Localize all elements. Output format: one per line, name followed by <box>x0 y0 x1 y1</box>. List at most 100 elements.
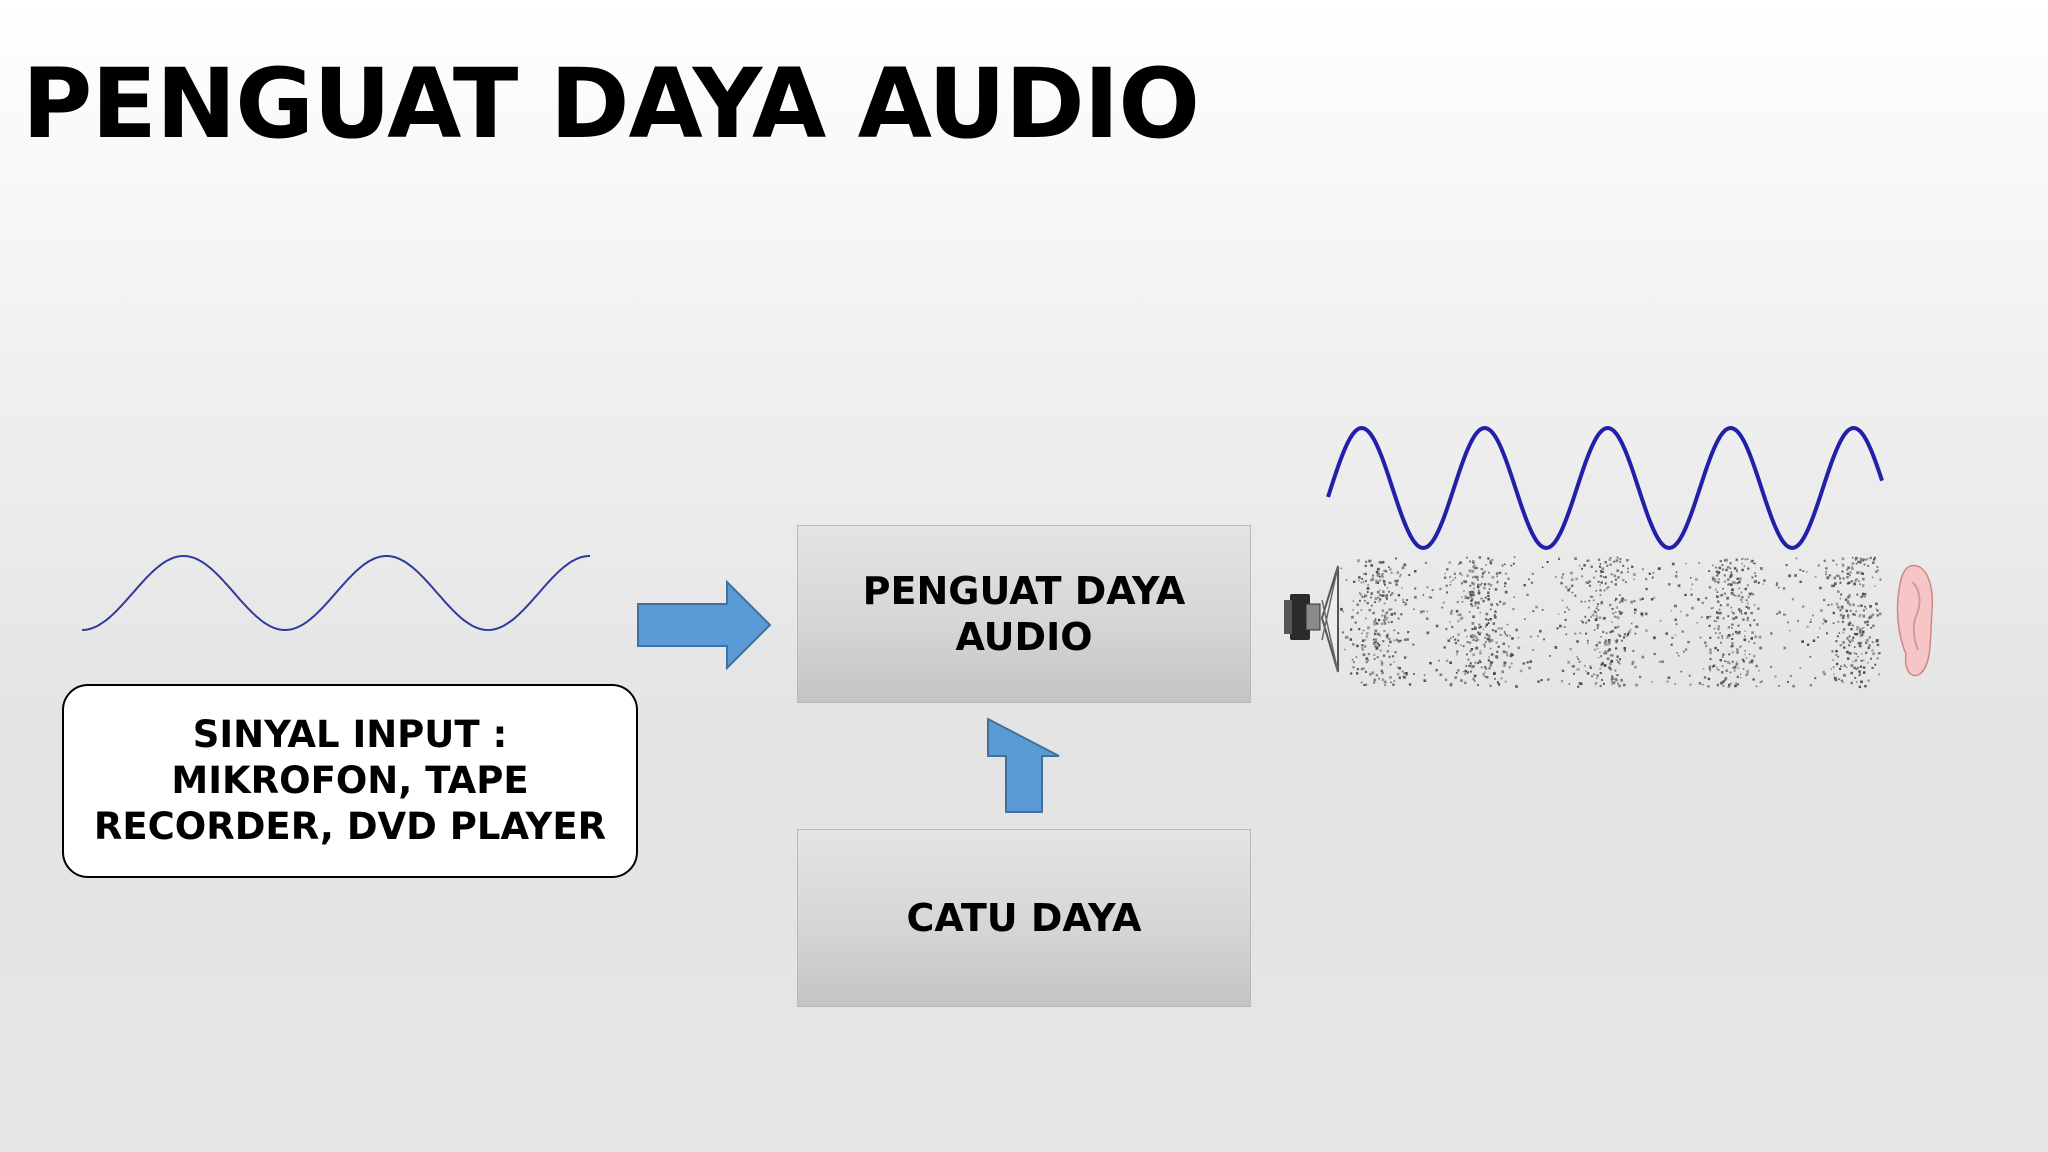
sound-particle <box>1603 652 1606 655</box>
sound-particle <box>1385 634 1389 638</box>
sound-particle <box>1570 578 1574 581</box>
sound-particle <box>1716 616 1720 620</box>
sound-particle <box>1450 581 1452 583</box>
sound-particle <box>1363 684 1365 686</box>
sound-particle <box>1862 614 1865 617</box>
sound-particle <box>1699 636 1702 639</box>
sound-particle <box>1385 594 1389 597</box>
sound-particle <box>1674 574 1678 578</box>
sound-particle <box>1482 673 1486 677</box>
sound-particle <box>1878 652 1881 655</box>
sound-particle <box>1588 584 1592 587</box>
input-source-line1: SINYAL INPUT : <box>192 713 508 756</box>
sound-particle <box>1370 604 1373 607</box>
sound-particle <box>1760 567 1763 570</box>
sound-particle <box>1461 596 1463 598</box>
sound-particle <box>1624 598 1627 602</box>
sound-particle <box>1733 665 1737 669</box>
sound-particle <box>1466 635 1468 638</box>
sound-particle <box>1375 579 1378 582</box>
sound-particle <box>1405 602 1407 604</box>
sound-particle <box>1469 641 1472 644</box>
sound-particle <box>1509 654 1513 658</box>
sound-particle <box>1454 676 1457 679</box>
sound-particle <box>1716 600 1720 603</box>
sound-particle <box>1600 581 1603 584</box>
sound-particle <box>1532 610 1535 613</box>
sound-particle <box>1477 639 1480 641</box>
sound-particle <box>1401 566 1405 570</box>
sound-particle <box>1361 644 1364 647</box>
sound-particle <box>1730 606 1733 609</box>
sound-particle <box>1372 611 1375 615</box>
sound-particle <box>1494 610 1497 613</box>
sound-particle <box>1361 648 1364 651</box>
sound-particle <box>1848 594 1851 597</box>
sound-particle <box>1613 574 1616 578</box>
sound-particle <box>1602 576 1605 578</box>
sound-particle <box>1726 603 1730 607</box>
sound-particle <box>1450 609 1453 612</box>
sound-particle <box>1736 648 1739 651</box>
sound-particle <box>1749 625 1752 627</box>
sound-particle <box>1735 558 1738 561</box>
sound-particle <box>1653 652 1656 656</box>
sound-particle <box>1630 600 1634 604</box>
sound-particle <box>1844 598 1848 601</box>
sound-particle <box>1802 570 1805 572</box>
sound-particle <box>1373 620 1376 623</box>
sound-particle <box>1452 636 1454 638</box>
sound-particle <box>1596 616 1598 619</box>
sound-particle <box>1753 642 1756 644</box>
speaker-icon <box>1284 565 1339 673</box>
sound-particle <box>1611 676 1614 680</box>
sound-particle <box>1723 574 1726 577</box>
sound-particle <box>1747 558 1749 560</box>
sound-particle <box>1628 630 1631 633</box>
sound-particle <box>1837 620 1840 623</box>
sound-particle <box>1395 557 1397 560</box>
sound-particle <box>1850 681 1853 685</box>
sound-particle <box>1717 581 1720 584</box>
sound-particle <box>1759 646 1762 650</box>
sound-particle <box>1529 660 1533 663</box>
sound-particle <box>1466 641 1469 644</box>
sound-particle <box>1366 601 1369 605</box>
sound-particle <box>1784 613 1787 616</box>
sound-particle <box>1374 629 1378 633</box>
sound-particle <box>1424 561 1428 564</box>
sound-particle <box>1741 557 1744 560</box>
ear-icon <box>1896 564 1934 677</box>
sound-particle <box>1874 663 1877 666</box>
sound-particle <box>1356 668 1359 671</box>
sound-particle <box>1578 660 1581 663</box>
sound-particle <box>1385 570 1388 573</box>
sound-particle <box>1488 640 1492 643</box>
sound-particle <box>1374 601 1376 603</box>
sound-particle <box>1373 642 1376 645</box>
sound-particle <box>1801 640 1804 643</box>
sound-particle <box>1500 677 1503 680</box>
sound-particle <box>1687 640 1690 644</box>
sound-particle <box>1707 677 1711 681</box>
sound-particle <box>1587 559 1590 562</box>
sound-particle <box>1356 672 1359 675</box>
sound-particle <box>1393 639 1395 642</box>
sound-particle <box>1846 650 1849 654</box>
sound-particle <box>1478 659 1481 663</box>
sound-particle <box>1615 678 1618 682</box>
sound-particle <box>1482 599 1485 603</box>
sound-particle <box>1595 570 1597 573</box>
sound-particle <box>1539 629 1542 633</box>
sound-particle <box>1617 633 1620 636</box>
sound-particle <box>1579 682 1583 686</box>
sound-particle <box>1588 580 1591 583</box>
sound-particle <box>1392 683 1395 686</box>
sound-particle <box>1858 631 1862 634</box>
sound-particle <box>1501 564 1504 567</box>
sound-particle <box>1537 635 1539 638</box>
sound-particle <box>1861 572 1864 575</box>
sound-particle <box>1526 661 1529 664</box>
sound-particle <box>1392 655 1395 658</box>
sound-particle <box>1504 633 1507 635</box>
